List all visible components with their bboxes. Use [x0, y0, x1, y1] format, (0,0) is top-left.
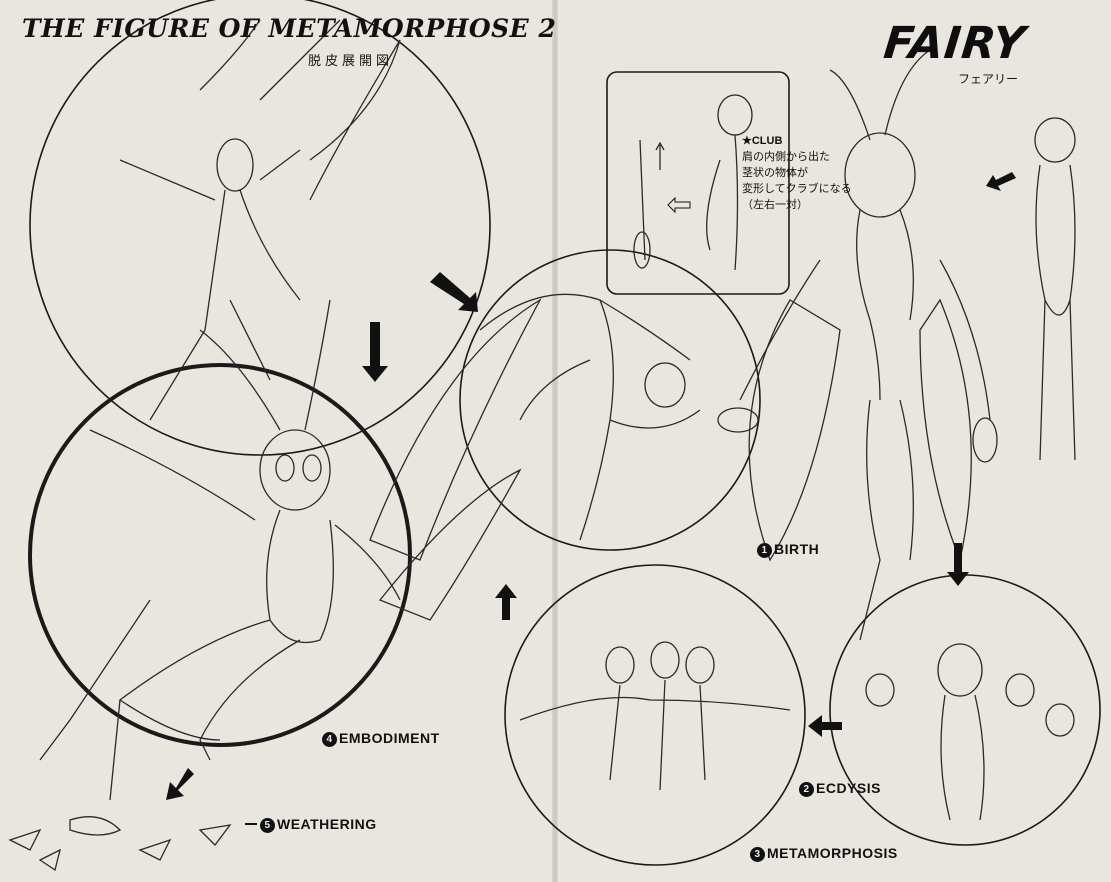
right-page-subtitle: フェアリー [958, 72, 1019, 86]
stage-label-text: METAMORPHOSIS [767, 845, 898, 861]
stage-number-badge: 5 [260, 818, 275, 833]
weathering-circle-frame [29, 0, 491, 456]
figure-sketches [8, 19, 1076, 872]
metamorphosis-circle-upper [459, 249, 761, 551]
embodiment-hoop [28, 363, 412, 747]
stage-label-text: BIRTH [774, 541, 820, 557]
club-note-line: 茎状の物体が [742, 166, 808, 179]
stage-number-badge: 1 [757, 543, 772, 558]
club-note-heading: ★CLUB [742, 135, 783, 147]
stage-label-text: EMBODIMENT [339, 730, 440, 746]
club-note-line: 肩の内側から出た [742, 150, 830, 163]
club-inset-box [606, 71, 790, 295]
page-gutter [552, 0, 558, 882]
stage-label-text: WEATHERING [277, 816, 377, 832]
stage-number-badge: 4 [322, 732, 337, 747]
leader-dash [245, 823, 257, 825]
club-note: ★CLUB 肩の内側から出た 茎状の物体が 変形してクラブになる （左右一対） [742, 133, 862, 213]
right-page-title: FAIRY [881, 18, 1029, 69]
stage-number-badge: 3 [750, 847, 765, 862]
left-page-subtitle: 脱皮展開図 [308, 54, 394, 69]
direction-arrows [166, 172, 1016, 800]
stage-label-text: ECDYSIS [816, 780, 881, 796]
ecdysis-circle [829, 574, 1101, 846]
stage-number-badge: 2 [799, 782, 814, 797]
left-page-title: THE FIGURE OF METAMORPHOSE 2 [22, 14, 557, 43]
club-note-line: （左右一対） [742, 198, 808, 211]
metamorphosis-circle-lower [504, 564, 806, 866]
club-note-line: 変形してクラブになる [742, 182, 852, 195]
